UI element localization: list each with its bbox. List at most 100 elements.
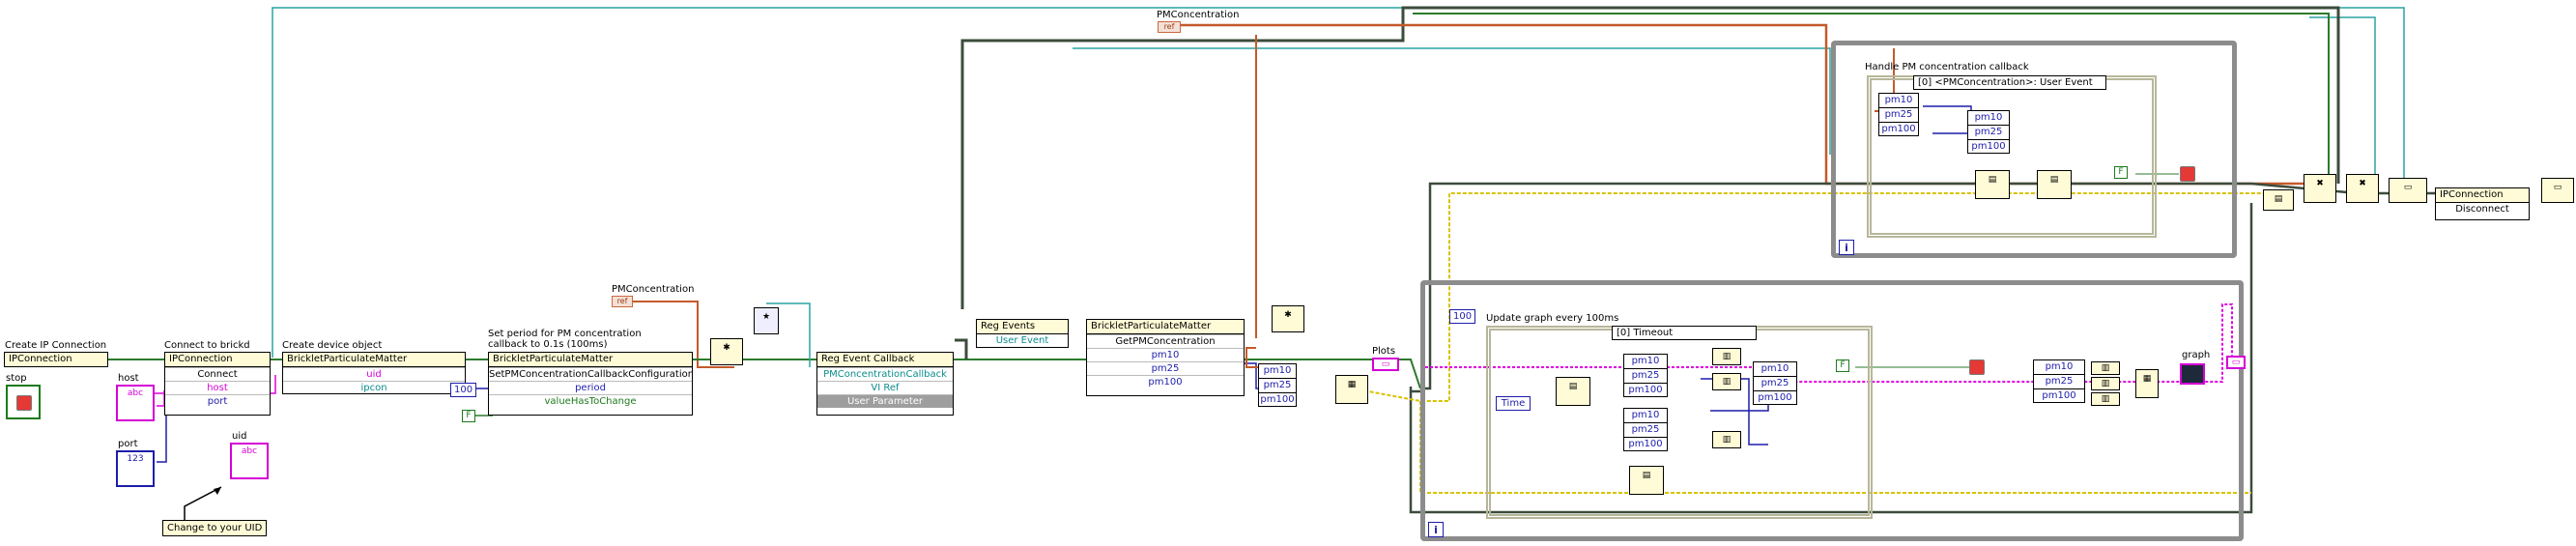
destroy-user-event-node[interactable]: ✱ — [1272, 305, 1304, 332]
ipconnection-constructor[interactable]: IPConnection — [4, 352, 108, 367]
timeout-unbundle-a[interactable]: pm10 pm25 pm100 — [1623, 354, 1668, 397]
getpm-pm100: pm100 — [1087, 375, 1244, 388]
connect-node-title: IPConnection — [165, 353, 270, 367]
regevents-userevent-param: User Event — [995, 335, 1049, 346]
regcb-title: Reg Event Callback — [817, 353, 953, 367]
graph-pm10: pm10 — [2034, 360, 2084, 375]
getpm-method: GetPMConcentration — [1087, 334, 1244, 348]
pm-bundle-init[interactable]: pm10 pm25 pm100 — [1258, 363, 1297, 407]
wire-magenta-plots — [1420, 303, 2233, 383]
timeout-out-pm10: pm10 — [1754, 362, 1796, 377]
device-uid-param: uid — [283, 367, 465, 381]
host-string-control[interactable]: abc — [116, 385, 155, 421]
false-constant[interactable]: F — [462, 410, 475, 422]
regevents-title: Reg Events — [977, 320, 1068, 334]
wire-blue-port — [157, 402, 167, 463]
array-op-1[interactable]: ▥ — [1712, 348, 1741, 365]
device-constructor-node[interactable]: BrickletParticulateMatter uid ipcon — [282, 352, 466, 394]
uid-string-control[interactable]: abc — [230, 443, 269, 479]
regcb-viref-param: VI Ref — [817, 381, 953, 394]
disconnect-method: Disconnect — [2455, 204, 2509, 215]
graph-indicator-icon[interactable] — [2180, 363, 2205, 385]
event-bundle-pm100: pm100 — [1971, 141, 2006, 152]
merge-errors-node[interactable]: ▤ — [2263, 189, 2294, 211]
graph-while-loop[interactable] — [1420, 280, 2244, 541]
graph-array-2[interactable]: ▥ — [2091, 377, 2120, 390]
stop-control-terminal[interactable] — [6, 385, 41, 419]
disconnect-node[interactable]: IPConnection Disconnect — [2435, 187, 2530, 220]
unregister-events-node[interactable]: ✖ — [2304, 174, 2336, 203]
set-callback-config-node[interactable]: BrickletParticulateMatter SetPMConcentra… — [488, 352, 693, 416]
pm-concentration-mid-label: PMConcentration — [612, 284, 695, 295]
disconnect-title: IPConnection — [2436, 188, 2529, 203]
timeout-unbundle-b[interactable]: pm10 pm25 pm100 — [1623, 408, 1668, 451]
wire-dark-regevents — [955, 338, 968, 359]
event-data-unbundle[interactable]: pm10 pm25 pm100 — [1878, 93, 1919, 136]
setcb-node-title: BrickletParticulateMatter — [489, 353, 692, 367]
timeout-a-pm100: pm100 — [1628, 385, 1663, 395]
get-pm-concentration-node[interactable]: BrickletParticulateMatter GetPMConcentra… — [1086, 319, 1245, 396]
port-label: port — [118, 439, 138, 449]
connect-node[interactable]: IPConnection Connect host port — [164, 352, 271, 416]
build-array-node[interactable]: ▦ — [1335, 375, 1368, 404]
event-pm10: pm10 — [1879, 94, 1918, 108]
reg-events-node[interactable]: Reg Events User Event — [976, 319, 1069, 348]
timeout-case-selector[interactable]: [0] Timeout — [1612, 326, 1757, 340]
host-label: host — [118, 373, 139, 384]
bundle-init-pm100: pm100 — [1260, 394, 1295, 405]
timeout-stop-icon[interactable] — [1969, 359, 1985, 375]
this-vi-ref-node[interactable]: ★ — [754, 307, 779, 334]
timeout-false-constant[interactable]: F — [1836, 359, 1849, 372]
timeout-b-pm10: pm10 — [1624, 409, 1667, 423]
event-false-constant[interactable]: F — [2114, 166, 2128, 179]
event-bundle-pm25: pm25 — [1968, 126, 2009, 140]
timeout-unbundle-node[interactable]: ▤ — [1556, 377, 1590, 406]
setcb-method: SetPMConcentrationCallbackConfiguration — [489, 367, 692, 380]
bundle-init-pm25: pm25 — [1259, 379, 1296, 393]
ipconnection-title: IPConnection — [5, 353, 107, 366]
close-reference-node[interactable]: ▭ — [2389, 178, 2427, 203]
reg-event-callback-node[interactable]: Reg Event Callback PMConcentrationCallba… — [816, 352, 954, 416]
graph-pm25: pm25 — [2034, 375, 2084, 389]
graph-array-1[interactable]: ▥ — [2091, 361, 2120, 375]
wire-teal-top — [272, 7, 2405, 358]
graph-build-array[interactable]: ▦ — [2135, 369, 2159, 398]
change-uid-comment: Change to your UID — [162, 520, 268, 536]
graph-array-3[interactable]: ▥ — [2091, 392, 2120, 406]
wire-orange-mid — [633, 301, 734, 368]
timeout-out-pm100: pm100 — [1758, 392, 1792, 403]
pm-user-event-ref-mid[interactable]: ref — [612, 296, 633, 307]
time-ref[interactable]: Time — [1496, 396, 1531, 411]
connect-label: Connect to brickd — [164, 340, 250, 351]
bundle-init-pm10: pm10 — [1259, 364, 1296, 379]
plots-local-variable[interactable]: ▭ — [1372, 358, 1399, 371]
event-stop-icon[interactable] — [2180, 166, 2195, 182]
event-while-loop[interactable] — [1831, 41, 2237, 258]
wire-teal-vi — [766, 302, 811, 367]
period-constant[interactable]: 100 — [450, 383, 477, 397]
event-case-selector[interactable]: [0] <PMConcentration>: User Event — [1913, 75, 2106, 90]
close-ipcon-node[interactable]: ▭ — [2541, 178, 2574, 203]
array-op-2[interactable]: ▥ — [1712, 373, 1741, 390]
plots-shift-register[interactable]: ▭ — [2226, 356, 2246, 369]
wire-teal-top-2 — [2309, 16, 2376, 184]
getpm-pm10: pm10 — [1087, 348, 1244, 361]
port-numeric-control[interactable]: 123 — [116, 450, 155, 487]
regcb-event-param: PMConcentrationCallback — [817, 367, 953, 381]
timeout-bundle-out[interactable]: pm10 pm25 pm100 — [1753, 361, 1797, 405]
device-ipcon-param: ipcon — [283, 381, 465, 394]
event-unbundle-by-name[interactable]: ▤ — [1975, 170, 2010, 199]
destroy-event-node[interactable]: ✖ — [2346, 174, 2379, 203]
timeout-constant[interactable]: 100 — [1449, 309, 1476, 324]
timeout-event-structure[interactable] — [1486, 326, 1873, 519]
graph-loop-iteration: i — [1428, 522, 1444, 537]
create-user-event-node[interactable]: ✱ — [710, 338, 743, 365]
pm-user-event-ref-top[interactable]: ref — [1158, 21, 1181, 33]
array-op-3[interactable]: ▥ — [1712, 431, 1741, 448]
create-device-label: Create device object — [282, 340, 383, 351]
event-pm25: pm25 — [1879, 108, 1918, 123]
event-pm-bundle[interactable]: pm10 pm25 pm100 — [1967, 110, 2010, 154]
graph-unbundle[interactable]: pm10 pm25 pm100 — [2033, 359, 2085, 403]
event-bundle-by-name[interactable]: ▤ — [2037, 170, 2072, 199]
timeout-bundle-node[interactable]: ▤ — [1629, 466, 1664, 495]
